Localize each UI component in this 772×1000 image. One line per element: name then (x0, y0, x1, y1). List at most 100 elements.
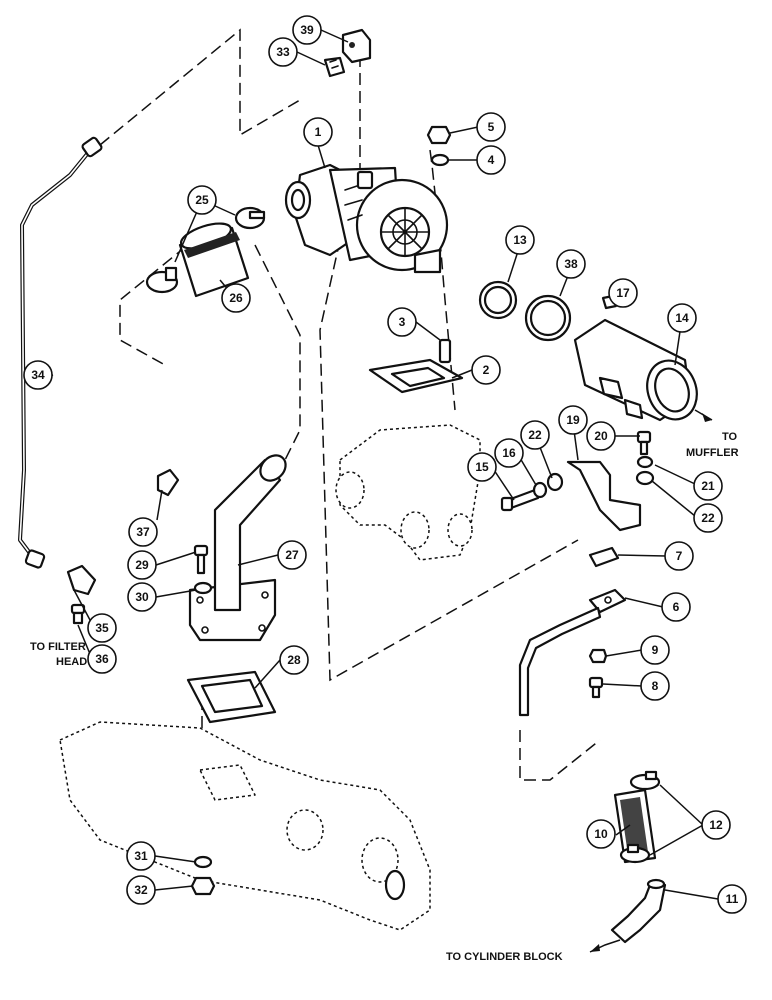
oil-line-route (99, 28, 301, 146)
intake-manifold (59, 721, 431, 931)
oil-line-nut-top (81, 136, 103, 158)
hose-10 (613, 788, 657, 864)
callout-37: 37 (128, 517, 158, 547)
callout-1: 1 (303, 117, 333, 147)
svg-text:6: 6 (673, 600, 680, 614)
callout-5: 5 (476, 112, 506, 142)
hose-clamp-12-lower (619, 843, 651, 864)
elbow-tube-11 (589, 878, 667, 953)
callout-26: 26 (221, 283, 251, 313)
clip-37 (156, 468, 180, 497)
callout-35: 35 (87, 613, 117, 643)
drain-route (519, 730, 601, 781)
callout-17: 17 (608, 278, 638, 308)
svg-text:2: 2 (483, 363, 490, 377)
gasket-28 (186, 670, 277, 724)
capscrew-20 (636, 430, 652, 456)
callout-14: 14 (667, 303, 697, 333)
exhaust-pipe (573, 318, 713, 422)
callout-25: 25 (187, 185, 217, 215)
oil-return-fitting (341, 28, 372, 64)
svg-text:20: 20 (594, 429, 608, 443)
svg-text:22: 22 (701, 511, 715, 525)
callout-12: 12 (701, 810, 731, 840)
callout-28: 28 (279, 645, 309, 675)
callout-3: 3 (387, 307, 417, 337)
callout-39: 39 (292, 15, 322, 45)
svg-text:8: 8 (652, 679, 659, 693)
washer-22-left (546, 472, 564, 492)
gasket-7 (588, 546, 620, 568)
nut-21 (636, 455, 654, 469)
svg-text:22: 22 (528, 428, 542, 442)
lockwasher-4 (430, 153, 450, 167)
callout-4: 4 (476, 145, 506, 175)
stud-3 (438, 338, 452, 364)
svg-text:26: 26 (229, 291, 243, 305)
hose-26 (178, 222, 250, 298)
elbow-fitting-35 (66, 564, 97, 596)
svg-text:33: 33 (276, 45, 290, 59)
nut-9 (588, 648, 608, 664)
svg-text:38: 38 (564, 257, 578, 271)
svg-text:1: 1 (315, 125, 322, 139)
turbocharger (284, 163, 449, 274)
oil-line-nut-bottom (24, 549, 46, 569)
callout-32: 32 (126, 875, 156, 905)
hose-clamp-12-upper (629, 770, 661, 791)
nut-5 (426, 125, 452, 145)
svg-text:9: 9 (652, 643, 659, 657)
callout-36: 36 (87, 644, 117, 674)
intake-elbow (188, 454, 287, 642)
svg-text:29: 29 (135, 558, 149, 572)
callout-2: 2 (471, 355, 501, 385)
svg-text:17: 17 (616, 286, 630, 300)
callout-38: 38 (556, 249, 586, 279)
callout-33: 33 (268, 37, 298, 67)
note-to-filter-head-1: TO FILTER (30, 641, 86, 653)
svg-text:13: 13 (513, 233, 527, 247)
svg-text:4: 4 (488, 153, 495, 167)
hose-route-left (119, 234, 201, 366)
svg-text:14: 14 (675, 311, 689, 325)
svg-text:5: 5 (488, 120, 495, 134)
svg-text:7: 7 (676, 549, 683, 563)
bolt-29 (193, 544, 209, 575)
svg-text:21: 21 (701, 479, 715, 493)
washer-30 (193, 581, 213, 595)
leader-lines (35, 29, 719, 900)
svg-text:35: 35 (95, 621, 109, 635)
svg-text:19: 19 (566, 413, 580, 427)
bolt-8 (588, 676, 604, 699)
connector-36 (70, 603, 86, 625)
callout-10: 10 (586, 819, 616, 849)
callout-9: 9 (640, 635, 670, 665)
callout-22-right: 22 (693, 503, 723, 533)
hose-clamp-upper (234, 206, 266, 230)
svg-text:36: 36 (95, 652, 109, 666)
svg-text:10: 10 (594, 827, 608, 841)
svg-text:37: 37 (136, 525, 150, 539)
connector-33-part (323, 56, 346, 78)
callout-29: 29 (127, 550, 157, 580)
seal-ring-38 (524, 294, 572, 342)
callout-31: 31 (126, 841, 156, 871)
washer-31 (193, 855, 213, 869)
svg-text:39: 39 (300, 23, 314, 37)
svg-text:15: 15 (475, 460, 489, 474)
callout-27: 27 (277, 540, 307, 570)
callout-15: 15 (467, 452, 497, 482)
svg-text:12: 12 (709, 818, 723, 832)
hose-clamp-lower (145, 266, 179, 294)
svg-text:16: 16 (502, 446, 516, 460)
nut-32 (190, 876, 216, 896)
svg-text:31: 31 (134, 849, 148, 863)
callout-21: 21 (693, 471, 723, 501)
callout-13: 13 (505, 225, 535, 255)
note-to-muffler-1: TO (722, 431, 738, 443)
callout-6: 6 (661, 592, 691, 622)
svg-text:32: 32 (134, 883, 148, 897)
gasket-2 (368, 358, 464, 394)
svg-text:25: 25 (195, 193, 209, 207)
